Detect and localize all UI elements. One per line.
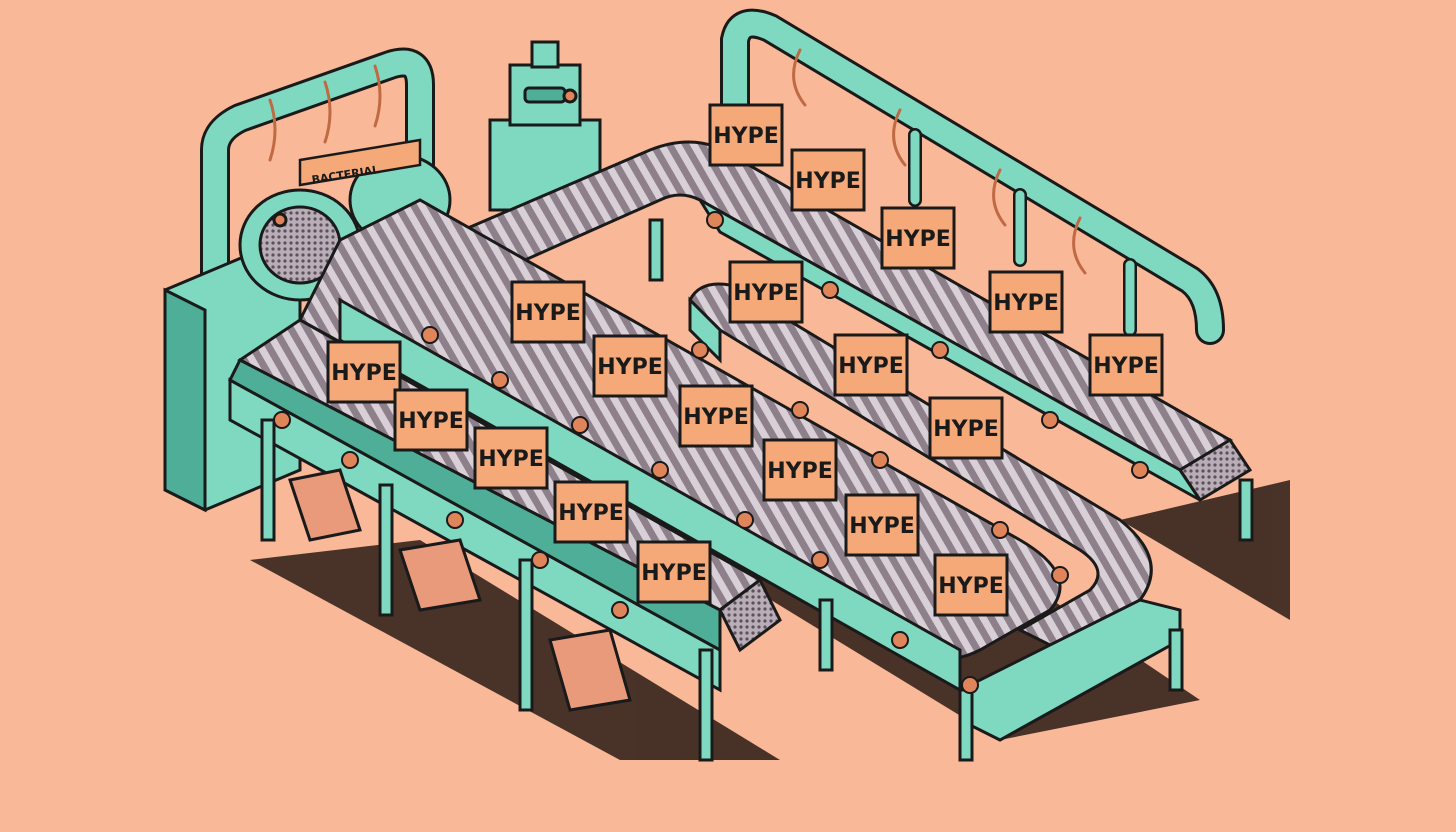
hype-box-label: HYPE [641, 561, 707, 586]
hype-boxes: HYPE HYPE HYPE HYPE HYPE HYPE HYPE HYPE [326, 103, 1164, 617]
hype-box-label: HYPE [885, 227, 951, 252]
hype-box: HYPE [636, 540, 712, 604]
hype-box: HYPE [473, 426, 549, 490]
conveyor-back [437, 140, 1253, 503]
hype-box-label: HYPE [597, 355, 663, 380]
hype-box: HYPE [708, 103, 784, 167]
overhead-pipe-left [200, 47, 435, 315]
hype-box-label: HYPE [515, 301, 581, 326]
hype-box: HYPE [880, 206, 956, 270]
hype-box: HYPE [592, 334, 668, 398]
hype-box-label: HYPE [558, 501, 624, 526]
hype-box-label: HYPE [331, 361, 397, 386]
hype-box: HYPE [326, 340, 402, 404]
hype-box: HYPE [1088, 333, 1164, 397]
hype-box: HYPE [510, 280, 586, 344]
hype-box-label: HYPE [767, 459, 833, 484]
hype-box-label: HYPE [683, 405, 749, 430]
hype-box-label: HYPE [933, 417, 999, 442]
hype-box: HYPE [928, 396, 1004, 460]
collection-bins [288, 468, 632, 712]
hype-box-label: HYPE [849, 514, 915, 539]
hype-box-label: HYPE [478, 447, 544, 472]
hype-box-label: HYPE [398, 409, 464, 434]
hype-box: HYPE [678, 384, 754, 448]
overhead-pipe-right [720, 8, 1225, 345]
hype-box: HYPE [393, 388, 469, 452]
hype-box: HYPE [833, 333, 909, 397]
hype-box-label: HYPE [838, 354, 904, 379]
hype-box: HYPE [728, 260, 804, 324]
hype-box-label: HYPE [795, 169, 861, 194]
hype-box-label: HYPE [733, 281, 799, 306]
hype-box-label: HYPE [1093, 354, 1159, 379]
hype-box: HYPE [553, 480, 629, 544]
conveyor-legs [260, 218, 1254, 762]
hype-box-label: HYPE [713, 124, 779, 149]
bolts [273, 211, 1149, 694]
hype-box-label: HYPE [938, 574, 1004, 599]
hype-box: HYPE [762, 438, 838, 502]
hype-box-label: HYPE [993, 291, 1059, 316]
hype-box: HYPE [933, 553, 1009, 617]
hype-box: HYPE [988, 270, 1064, 334]
hype-box: HYPE [790, 148, 866, 212]
hype-box: HYPE [844, 493, 920, 557]
